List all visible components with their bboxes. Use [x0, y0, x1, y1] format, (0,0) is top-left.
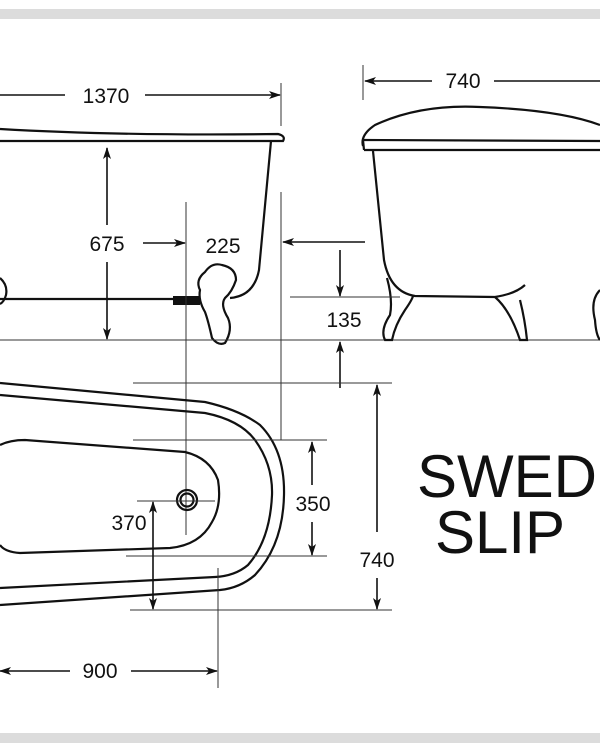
dim-plan-drain-offset: 370 [111, 512, 146, 535]
dim-plan-basin-width: 350 [295, 493, 330, 516]
end-foot-left [382, 277, 415, 342]
dimension-lines-plan [0, 384, 381, 675]
dim-end-width: 740 [445, 70, 480, 93]
bottom-frame-bar [0, 733, 600, 743]
dim-plan-overall-width: 740 [359, 549, 394, 572]
claw-foot-left [0, 277, 8, 305]
end-foot-right [494, 296, 529, 342]
dim-drain-offset: 225 [205, 235, 240, 258]
drain-icon [175, 488, 199, 512]
end-view [361, 105, 600, 342]
dim-side-height: 675 [89, 233, 124, 256]
product-title-line2: SLIP [435, 499, 565, 566]
claw-foot [197, 263, 238, 345]
dim-plan-drain-distance: 900 [82, 660, 117, 683]
dim-foot-clearance: 135 [326, 309, 361, 332]
product-title-line1: SWED [417, 443, 597, 510]
plan-view [0, 381, 392, 688]
dim-side-length: 1370 [83, 85, 130, 108]
top-frame-bar [0, 9, 600, 19]
dimension-lines-side [0, 65, 600, 535]
